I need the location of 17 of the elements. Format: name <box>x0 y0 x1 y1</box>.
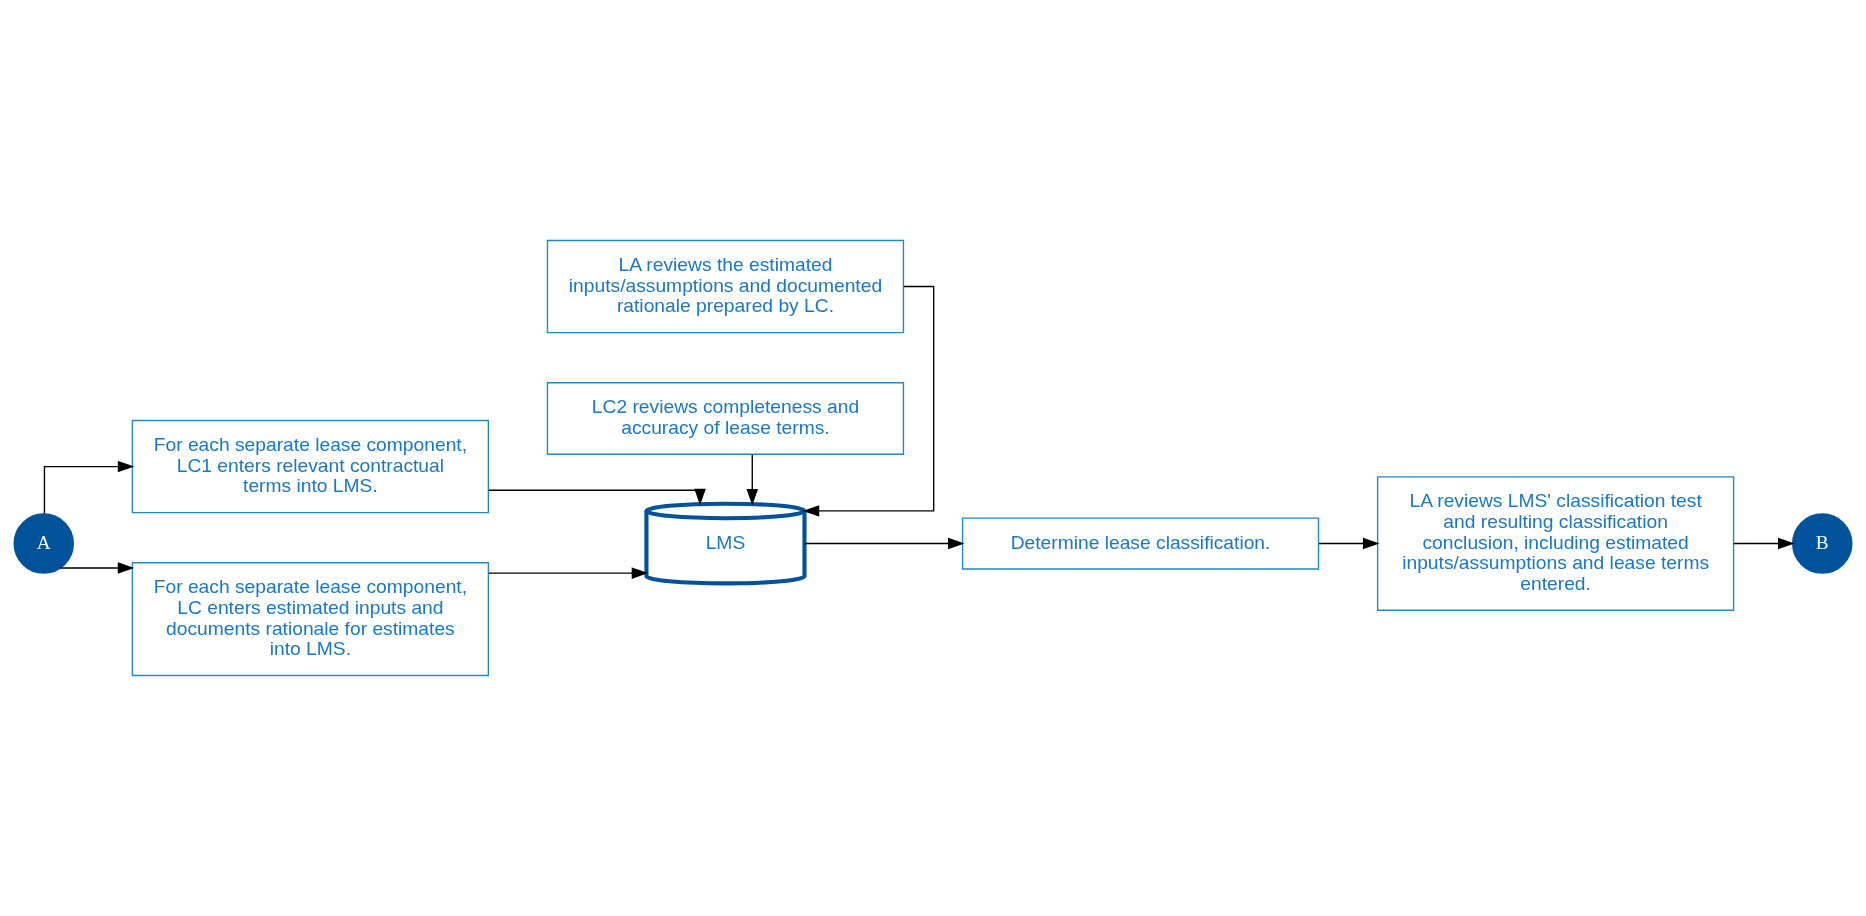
arrow <box>43 460 135 515</box>
arrow <box>488 567 649 579</box>
arrow <box>802 285 935 517</box>
arrow <box>803 537 965 550</box>
node-box: Determine lease classification. <box>961 517 1320 570</box>
arrow <box>1733 537 1795 550</box>
arrow <box>488 488 706 506</box>
arrow <box>1318 537 1380 550</box>
node-box: For each separate lease component, LC1 enters relevant contractual terms into LMS. <box>131 419 490 514</box>
arrow <box>746 453 759 506</box>
node-box: LC2 reviews completeness and accuracy of lease terms. <box>546 382 905 455</box>
node-circle: B <box>1792 513 1853 574</box>
arrow <box>59 562 135 574</box>
node-box: LA reviews LMS' classification test and resulting classification conclusion, including estimated inputs/assumptions and lease terms entered. <box>1376 476 1735 611</box>
node-circle: A <box>13 513 74 574</box>
node-box: LA reviews the estimated inputs/assumptions and documented rationale prepared by LC. <box>546 239 905 334</box>
node-box: For each separate lease component, LC enters estimated inputs and documents rationale for estimates into LMS. <box>131 562 490 677</box>
